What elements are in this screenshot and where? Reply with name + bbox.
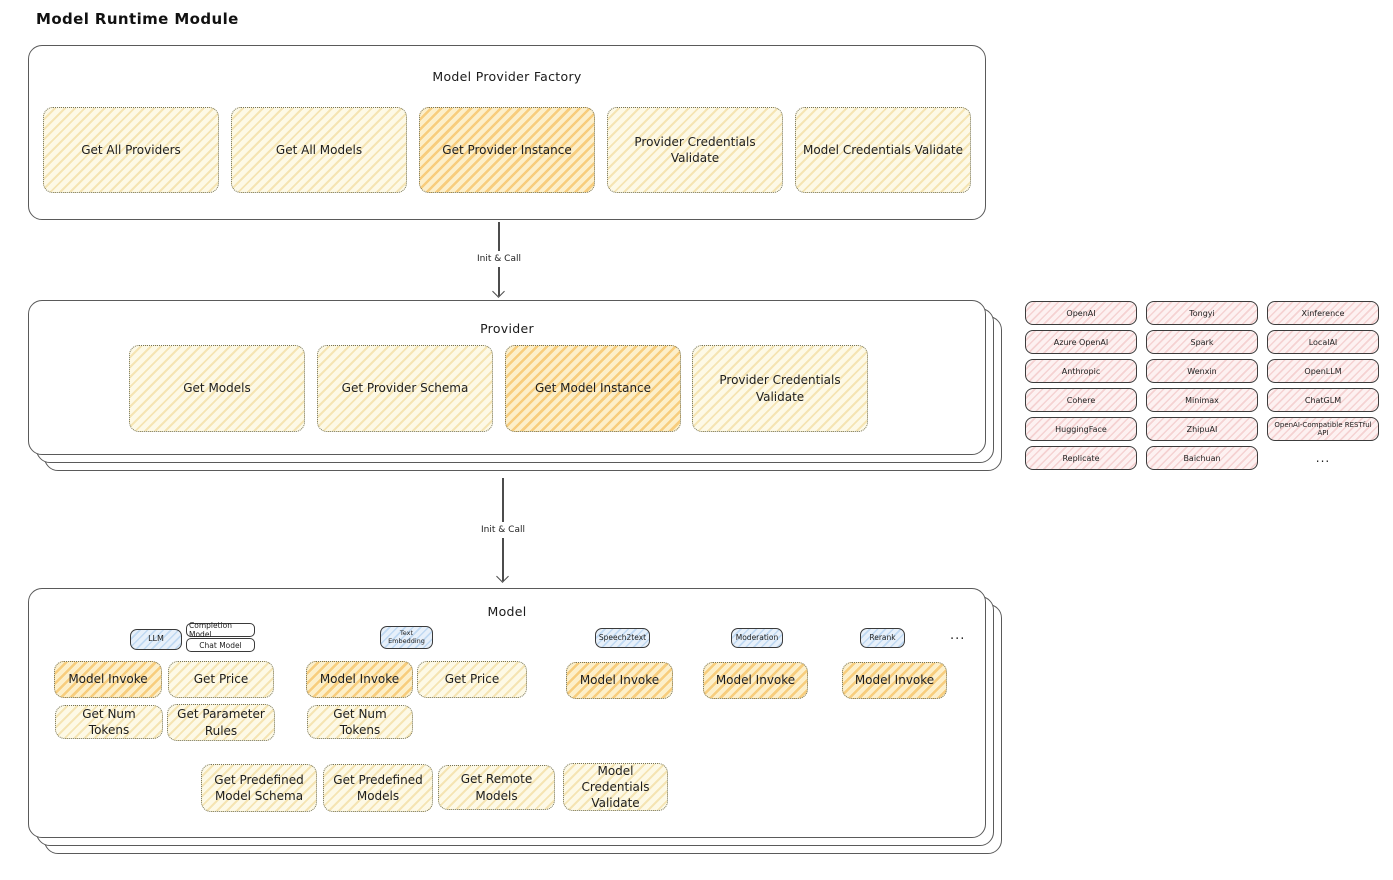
provider-item-get-provider-schema: Get Provider Schema xyxy=(317,345,493,432)
rerank-model-invoke: Model Invoke xyxy=(842,662,947,699)
provider-list-more: ... xyxy=(1315,451,1331,465)
provider-pill-baichuan: Baichuan xyxy=(1146,446,1258,470)
text-embedding-get-price: Get Price xyxy=(417,661,527,698)
provider-item-get-models: Get Models xyxy=(129,345,305,432)
text-embedding-get-num-tokens: Get Num Tokens xyxy=(307,705,413,739)
provider-pill-anthropic: Anthropic xyxy=(1025,359,1137,383)
model-get-predefined-model-schema: Get Predefined Model Schema xyxy=(201,764,317,812)
factory-item-get-all-providers: Get All Providers xyxy=(43,107,219,193)
factory-item-provider-credentials-validate: Provider Credentials Validate xyxy=(607,107,783,193)
arrow-line xyxy=(502,478,504,522)
arrow-factory-to-provider: Init & Call xyxy=(469,222,529,298)
page-title: Model Runtime Module xyxy=(36,10,239,28)
factory-title: Model Provider Factory xyxy=(432,69,582,84)
provider-pill-azure-openai: Azure OpenAI xyxy=(1025,330,1137,354)
provider-pill-openai: OpenAI xyxy=(1025,301,1137,325)
text-embedding-model-invoke: Model Invoke xyxy=(306,661,413,698)
provider-pill-localai: LocalAI xyxy=(1267,330,1379,354)
llm-get-price: Get Price xyxy=(168,661,274,698)
arrow-line xyxy=(498,222,500,251)
model-type-tab-rerank: Rerank xyxy=(860,628,905,648)
provider-pill-tongyi: Tongyi xyxy=(1146,301,1258,325)
model-title: Model xyxy=(487,604,527,619)
provider-pill-zhipuai: ZhipuAI xyxy=(1146,417,1258,441)
model-model-credentials-validate: Model Credentials Validate xyxy=(563,763,668,811)
factory-item-model-credentials-validate: Model Credentials Validate xyxy=(795,107,971,193)
provider-pill-openllm: OpenLLM xyxy=(1267,359,1379,383)
llm-get-parameter-rules: Get Parameter Rules xyxy=(167,704,275,741)
model-get-remote-models: Get Remote Models xyxy=(438,765,555,810)
arrow-provider-to-model: Init & Call xyxy=(473,478,533,583)
factory-item-get-all-models: Get All Models xyxy=(231,107,407,193)
provider-pill-huggingface: HuggingFace xyxy=(1025,417,1137,441)
arrow-line xyxy=(498,267,500,296)
provider-pill-minimax: Minimax xyxy=(1146,388,1258,412)
provider-pill-openai-compatible: OpenAI-Compatible RESTful API xyxy=(1267,417,1379,441)
arrow-label: Init & Call xyxy=(481,524,525,535)
provider-title: Provider xyxy=(480,321,534,336)
provider-pill-cohere: Cohere xyxy=(1025,388,1137,412)
model-type-tab-text-embedding: Text Embedding xyxy=(380,626,433,649)
llm-get-num-tokens: Get Num Tokens xyxy=(55,705,163,739)
arrow-line xyxy=(502,537,504,581)
provider-pill-chatglm: ChatGLM xyxy=(1267,388,1379,412)
provider-item-provider-credentials-validate: Provider Credentials Validate xyxy=(692,345,868,432)
arrow-down-icon xyxy=(496,570,509,583)
arrow-down-icon xyxy=(492,285,505,298)
llm-model-invoke: Model Invoke xyxy=(54,661,162,698)
moderation-model-invoke: Model Invoke xyxy=(703,662,808,699)
factory-item-get-provider-instance: Get Provider Instance xyxy=(419,107,595,193)
model-badge-chat-model: Chat Model xyxy=(186,638,255,652)
provider-pill-wenxin: Wenxin xyxy=(1146,359,1258,383)
provider-pill-spark: Spark xyxy=(1146,330,1258,354)
provider-item-get-model-instance: Get Model Instance xyxy=(505,345,681,432)
arrow-label: Init & Call xyxy=(477,254,521,264)
model-type-tab-speech2text: Speech2text xyxy=(595,628,650,648)
model-badge-completion-model: Completion Model xyxy=(186,621,255,639)
speech2text-model-invoke: Model Invoke xyxy=(566,662,673,699)
model-type-tab-moderation: Moderation xyxy=(731,628,783,648)
provider-pill-xinference: Xinference xyxy=(1267,301,1379,325)
model-type-tab-llm: LLM xyxy=(130,629,182,650)
provider-pill-replicate: Replicate xyxy=(1025,446,1137,470)
provider-list: OpenAI Tongyi Xinference Azure OpenAI Sp… xyxy=(1025,301,1379,470)
model-get-predefined-models: Get Predefined Models xyxy=(323,764,433,812)
model-types-more: ... xyxy=(950,628,966,643)
